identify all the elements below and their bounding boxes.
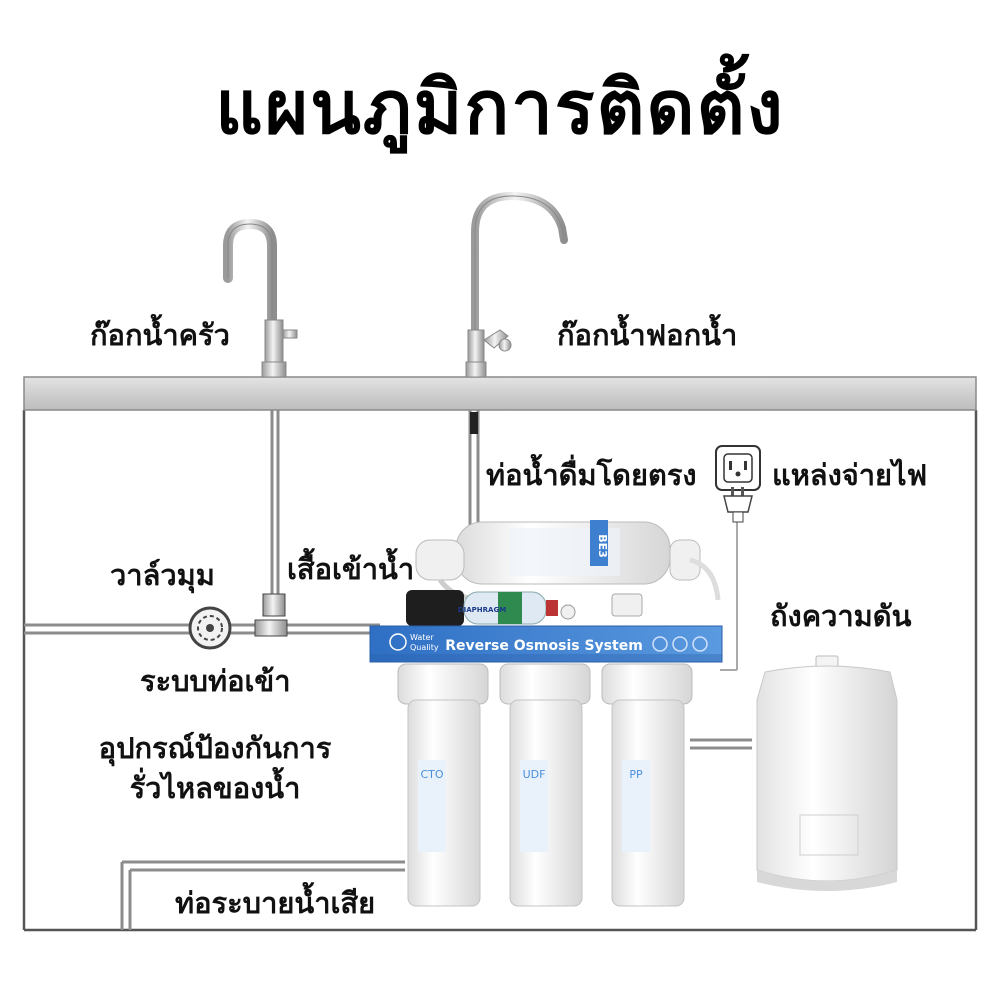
cabinet-outline bbox=[22, 410, 978, 932]
label-drain-pipe: ท่อระบายน้ำเสีย bbox=[175, 886, 376, 920]
label-inlet-pipe: ระบบท่อเข้า bbox=[140, 664, 291, 698]
filter-label-udf: UDF bbox=[523, 768, 546, 781]
filter-pp: PP bbox=[601, 663, 693, 907]
panel-icon-1 bbox=[652, 636, 668, 652]
label-pressure-tank: ถังความดัน bbox=[770, 599, 912, 633]
label-leak-device-line1: อุปกรณ์ป้องกันการ bbox=[98, 731, 332, 765]
ro-unit: BE3 DIAPHRAGM Water Quality Reverse Osmo… bbox=[369, 520, 723, 907]
direct-pipe-dark-segment bbox=[470, 412, 478, 434]
filter-label-pp: PP bbox=[629, 768, 643, 781]
label-angle-valve: วาล์วมุม bbox=[110, 558, 215, 592]
label-leak-device: อุปกรณ์ป้องกันการ รั่วไหลของน้ำ bbox=[60, 728, 370, 808]
membrane-tag: BE3 bbox=[596, 534, 609, 558]
brand-line1: Water bbox=[410, 633, 434, 642]
brand-logo-icon bbox=[389, 633, 407, 651]
panel-icon-3 bbox=[692, 636, 708, 652]
filter-udf: UDF bbox=[499, 663, 591, 907]
power-plug-icon bbox=[723, 487, 753, 523]
filter-label-cto: CTO bbox=[420, 768, 443, 781]
label-kitchen-faucet: ก๊อกน้ำครัว bbox=[90, 318, 230, 352]
label-leak-device-line2: รั่วไหลของน้ำ bbox=[129, 771, 301, 805]
brand-line2: Quality bbox=[410, 643, 439, 652]
countertop bbox=[23, 376, 977, 411]
label-inlet-tee: เสื้อเข้าน้ำ bbox=[287, 552, 415, 586]
pump-icon: DIAPHRAGM bbox=[406, 590, 643, 626]
label-purifier-faucet: ก๊อกน้ำฟอกน้ำ bbox=[557, 318, 738, 352]
pump-label: DIAPHRAGM bbox=[458, 606, 506, 614]
label-direct-drinking-pipe: ท่อน้ำดื่มโดยตรง bbox=[486, 458, 697, 492]
purifier-faucet-icon bbox=[465, 191, 568, 378]
inlet-tee-icon bbox=[254, 593, 288, 637]
label-power-supply: แหล่งจ่ายไฟ bbox=[772, 458, 928, 492]
kitchen-faucet-icon bbox=[223, 218, 298, 378]
filter-cto: CTO bbox=[397, 663, 489, 907]
system-panel: Water Quality Reverse Osmosis System bbox=[369, 625, 723, 663]
page-title: แผนภูมิการติดตั้ง bbox=[215, 65, 785, 151]
angle-valve-icon bbox=[188, 606, 232, 650]
panel-icon-2 bbox=[672, 636, 688, 652]
power-outlet-icon bbox=[715, 445, 761, 491]
pressure-tank-icon bbox=[756, 655, 898, 891]
membrane-housing: BE3 bbox=[415, 520, 721, 601]
panel-title: Reverse Osmosis System bbox=[445, 638, 643, 654]
